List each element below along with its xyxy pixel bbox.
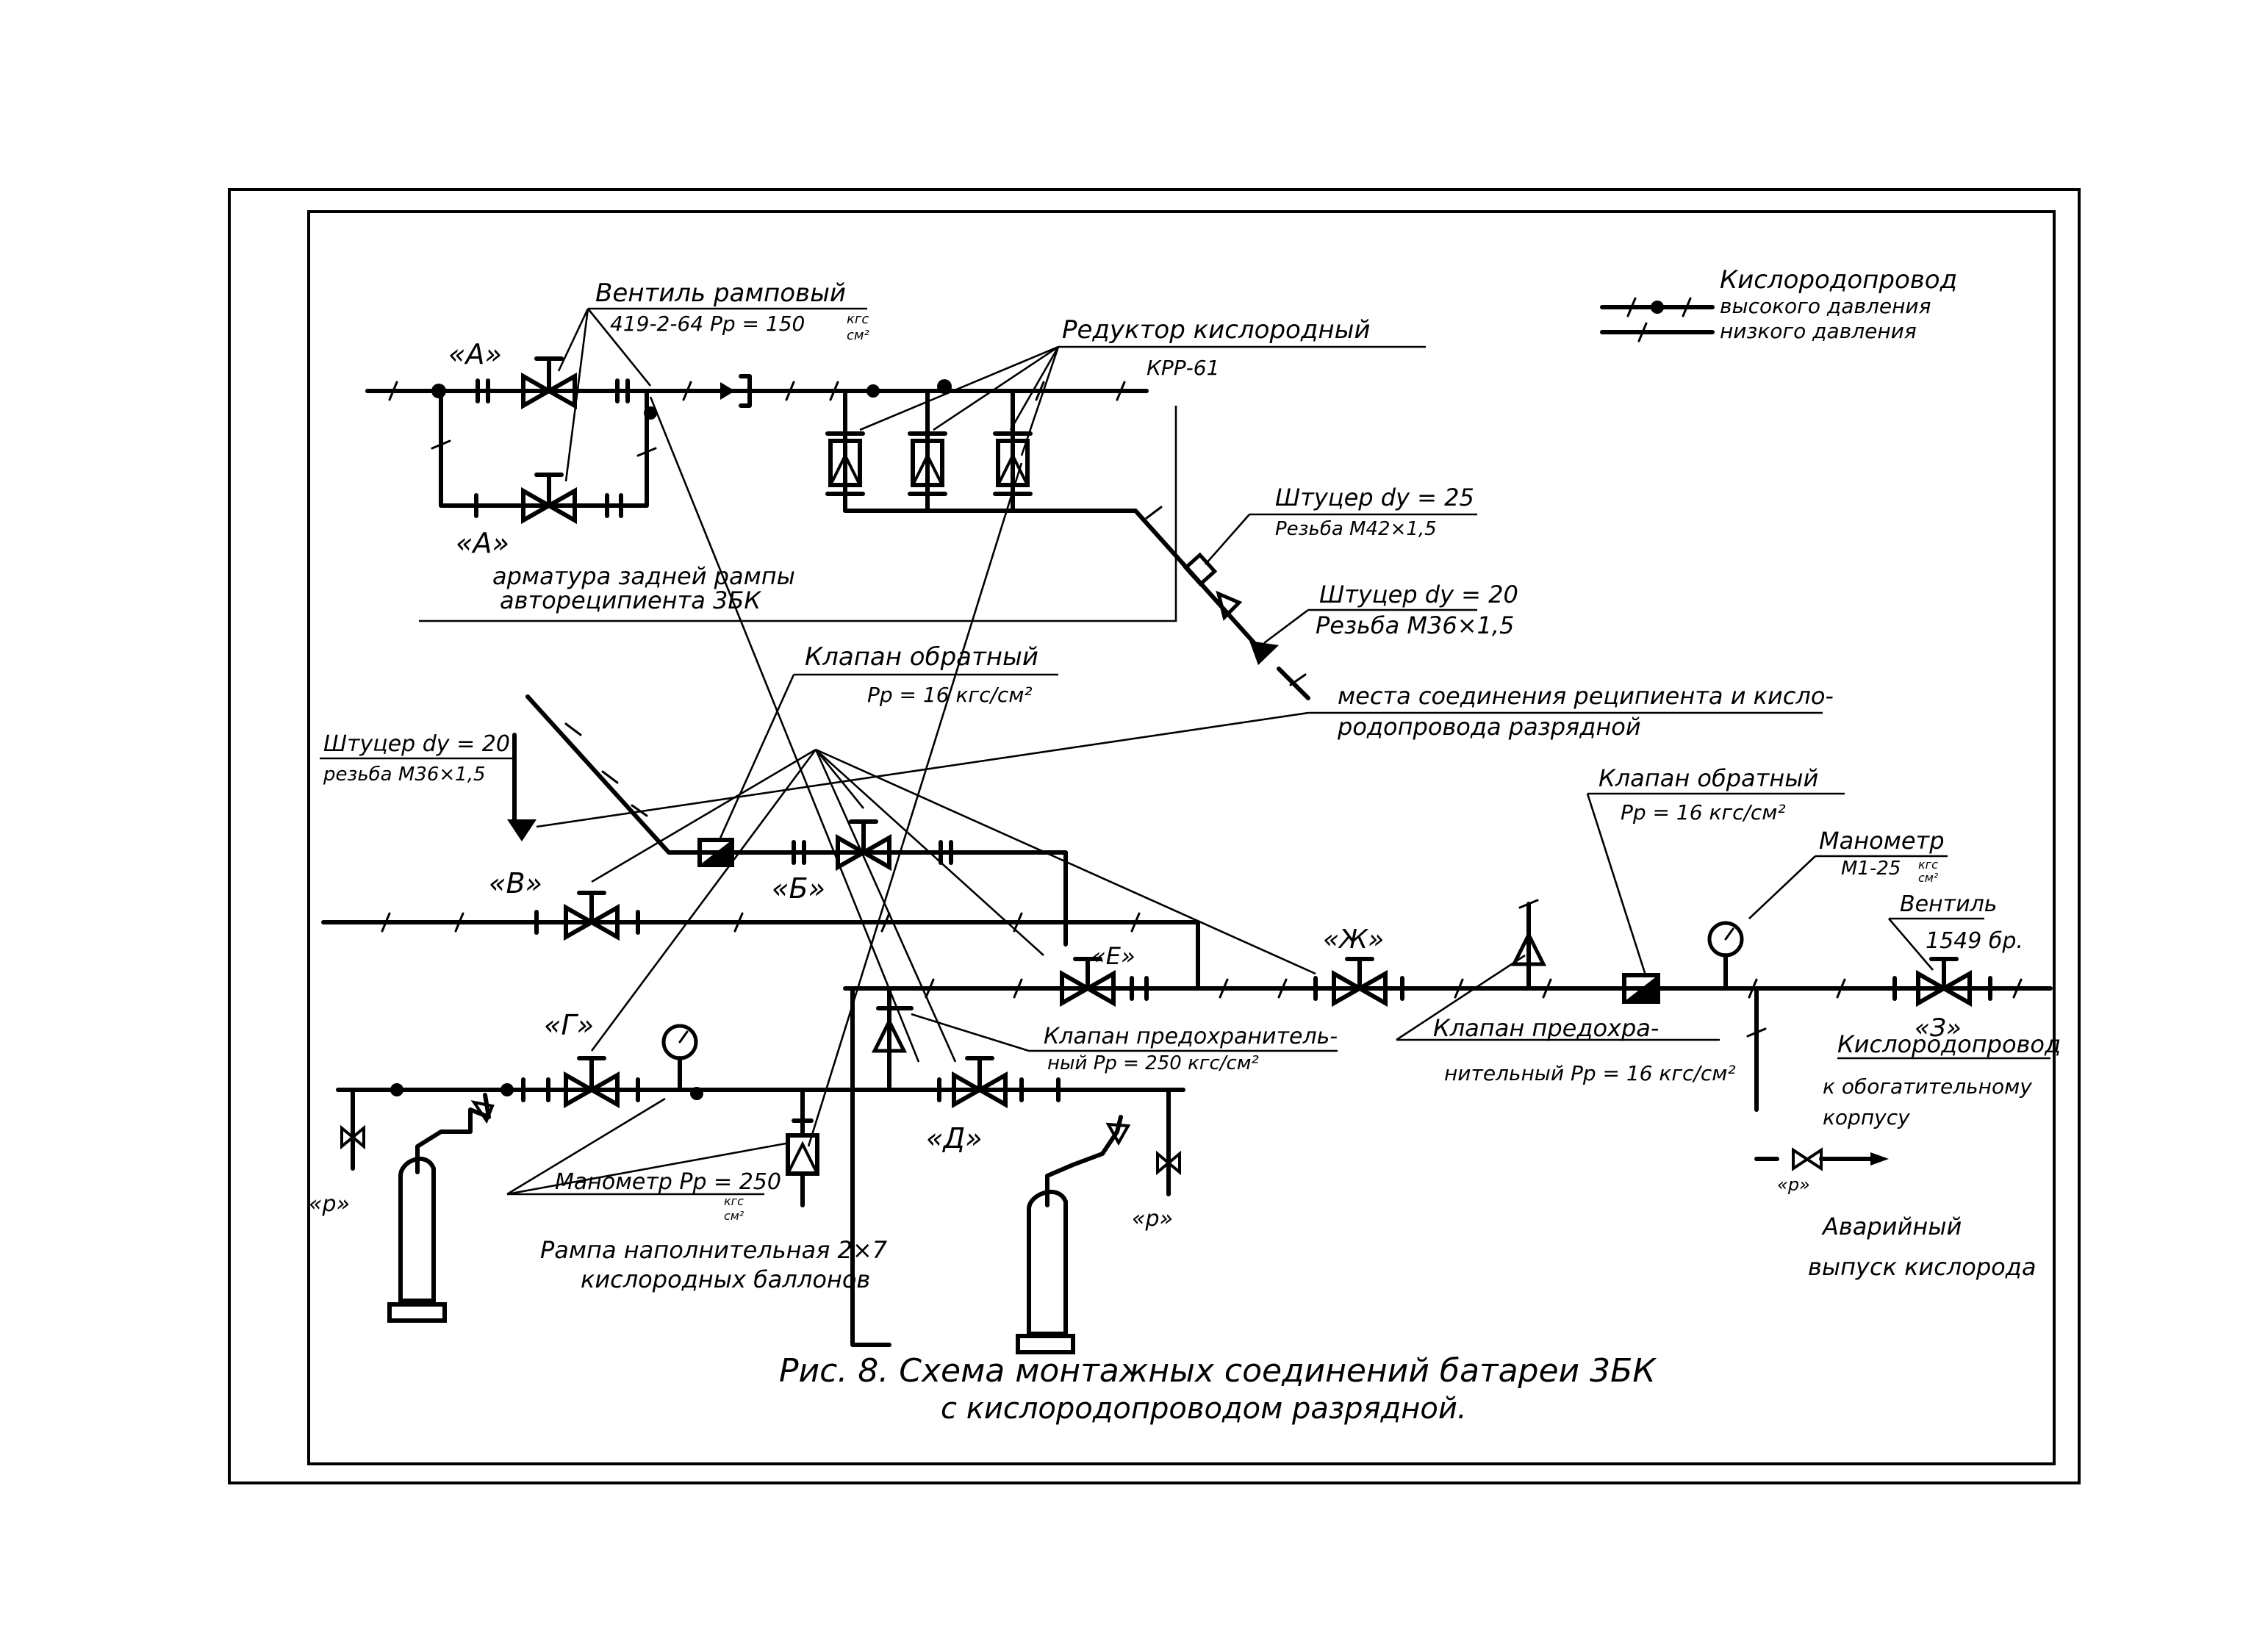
label-shtucer-20b: Штуцер dу = 20 [323, 731, 510, 757]
top-ramp-assembly [365, 356, 1310, 700]
label-manometr-kgs-den: см² [1918, 871, 1939, 885]
label-ventil-2: Вентиль [1900, 891, 1997, 917]
label-rezba-36b: резьба М36×1,5 [323, 764, 486, 786]
legend-title: Кислородопровод [1720, 265, 1957, 295]
reducer-2-icon [908, 431, 947, 496]
label-mesta-1: места соединения реципиента и кисло- [1338, 682, 1834, 710]
valve-zh-icon [1332, 969, 1388, 1008]
label-klapan-pr-2b: нительный Pр = 16 кгс/см² [1444, 1061, 1736, 1085]
legend-high: высокого давления [1720, 294, 1931, 318]
valve-a-top-icon [521, 372, 577, 410]
labels: Вентиль рамповый 419-2-64 Pр = 150 кгс с… [309, 279, 2061, 1293]
safety-valve-250-icon [871, 1017, 908, 1053]
mark-g: «Г» [544, 1009, 594, 1041]
label-klapan-obr-1: Клапан обратный [805, 642, 1038, 672]
label-rezba-42: Резьба М42×1,5 [1275, 518, 1437, 540]
label-kgs-num: кгс [847, 312, 869, 327]
mark-a-bottom: «А» [456, 527, 509, 559]
mark-e: «Е» [1091, 942, 1135, 970]
valve-e-icon [1060, 969, 1116, 1008]
label-klapan-obr-1-spec: Pр = 16 кгс/см² [867, 683, 1033, 707]
label-avar-1: Аварийный [1821, 1213, 1962, 1240]
label-ventil-ramp-spec: 419-2-64 Pр = 150 [610, 312, 805, 336]
outer-frame [228, 188, 2081, 1484]
figure-caption: Рис. 8. Схема монтажных соединений батар… [779, 1352, 1657, 1426]
p-valve-right-icon [1156, 1150, 1181, 1176]
label-shtucer-20a: Штуцер dу = 20 [1319, 581, 1518, 608]
p-valve-left-icon [340, 1124, 365, 1150]
label-p-right: «р» [1132, 1206, 1173, 1232]
label-p-avar: «р» [1777, 1174, 1810, 1195]
label-klapan-obr-2: Клапан обратный [1598, 764, 1818, 792]
valve-g-icon [564, 1071, 620, 1109]
mark-v: «В» [489, 867, 542, 899]
label-klapan-pr-2a: Клапан предохра- [1433, 1014, 1659, 1042]
shtucer-20b-icon [507, 819, 537, 841]
safety-valve-16-icon [1510, 930, 1547, 966]
cylinder-right-icon [1027, 1189, 1068, 1336]
valve-z-icon [1916, 969, 1972, 1008]
mark-b: «Б» [772, 872, 825, 905]
label-klapan-pr-1b: ный Pр = 250 кгс/см² [1047, 1052, 1259, 1074]
ramp-riser-left [850, 986, 891, 1347]
leader-lines [320, 307, 2050, 1196]
label-manometr-kgs-num: кгс [1918, 858, 1938, 872]
check-valve-1-icon [700, 840, 732, 865]
label-armatura-1: арматура задней рампы [492, 562, 795, 590]
label-rampa-2: кислородных баллонов [581, 1265, 870, 1293]
label-manometr-2-kgs-num: кгс [724, 1194, 744, 1208]
label-ventil-ramp: Вентиль рамповый [595, 279, 846, 308]
caption-line-2: с кислородопроводом разрядной. [941, 1392, 1467, 1426]
middle-assembly [321, 694, 2053, 1347]
label-rampa-1: Рампа наполнительная 2×7 [540, 1236, 888, 1264]
label-reduktor: Редуктор кислородный [1062, 315, 1371, 345]
inner-frame [307, 210, 2056, 1465]
label-rezba-36a: Резьба М36×1,5 [1316, 611, 1514, 639]
top-bypass-pipe [439, 389, 649, 508]
valve-v-icon [564, 903, 620, 941]
label-kislorod-b: к обогатительному [1823, 1074, 2032, 1099]
mark-zh: «Ж» [1323, 924, 1384, 955]
valve-b-icon [836, 833, 891, 872]
label-manometr-1: Манометр [1819, 827, 1945, 855]
ramp-lower-valve-icon [785, 1141, 820, 1175]
middle-upper-pipe [525, 694, 1068, 947]
valve-a-bottom-icon [521, 486, 577, 525]
fill-ramp [336, 986, 1185, 1354]
label-kislorod-a: Кислородопровод [1837, 1030, 2061, 1058]
cylinder-left-icon [398, 1156, 436, 1303]
mark-a-top: «А» [448, 338, 502, 370]
legend-dot [1651, 301, 1664, 314]
mark-z: «З» [1915, 1013, 1962, 1043]
label-klapan-obr-2-spec: Pр = 16 кгс/см² [1621, 800, 1786, 825]
label-kgs-den: см² [847, 328, 869, 343]
outlet-diagonal-pipe [1122, 509, 1266, 656]
label-p-left: «р» [309, 1191, 350, 1217]
label-shtucer-25: Штуцер dу = 25 [1275, 484, 1474, 511]
label-reduktor-spec: КРР-61 [1147, 356, 1219, 380]
label-manometr-2: Манометр Pр = 250 [555, 1169, 781, 1195]
label-ventil-2-spec: 1549 бр. [1926, 928, 2023, 954]
label-kislorod-c: корпусу [1823, 1105, 1910, 1130]
label-armatura-2: автореципиента 3БК [500, 586, 761, 614]
label-klapan-pr-1a: Клапан предохранитель- [1044, 1024, 1338, 1049]
emergency-valve-icon [1792, 1147, 1823, 1171]
caption-line-1: Рис. 8. Схема монтажных соединений батар… [779, 1352, 1657, 1390]
label-manometr-1-spec: М1-25 [1841, 858, 1901, 880]
label-manometr-2-kgs-den: см² [724, 1209, 744, 1223]
check-valve-2-icon [1624, 975, 1658, 1002]
legend: Кислородопровод высокого давления низког… [1600, 265, 1957, 343]
valve-marks: «А» «А» «Б» «В» «Г» «Д» «Е» «Ж» «З» [448, 338, 1962, 1154]
legend-low: низкого давления [1720, 319, 1917, 343]
mark-d: «Д» [926, 1122, 983, 1154]
valve-d-icon [952, 1071, 1008, 1109]
shtucer-20a-icon [1249, 641, 1279, 665]
reducer-1-icon [825, 431, 865, 496]
label-avar-2: выпуск кислорода [1808, 1253, 2036, 1281]
label-mesta-2: родопровода разрядной [1337, 713, 1641, 741]
